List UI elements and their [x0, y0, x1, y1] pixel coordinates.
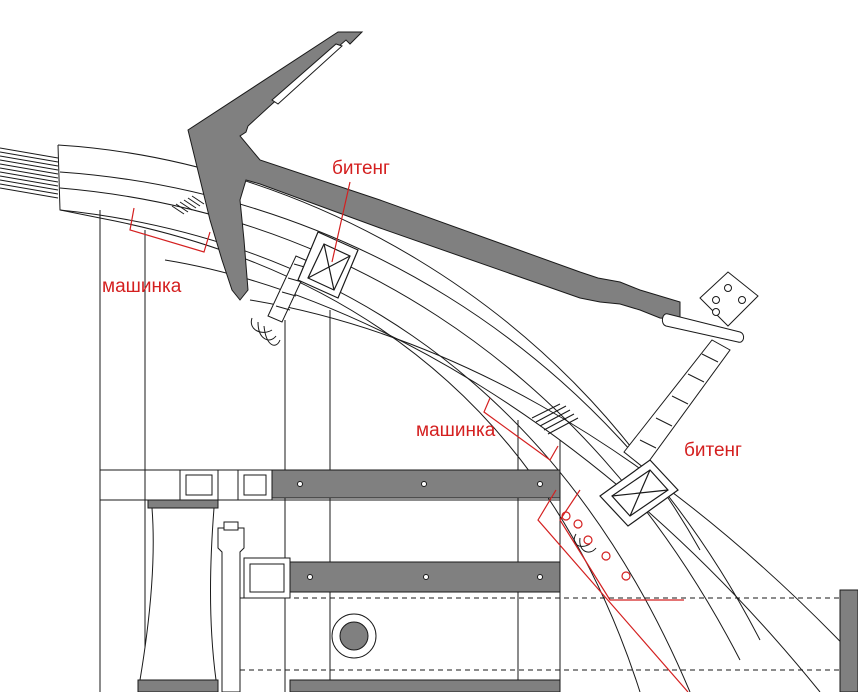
label-bitteng-top: битенг — [332, 158, 390, 179]
windlass-hatch-1 — [171, 195, 205, 215]
post-cap — [147, 499, 219, 509]
windlass-hatch-2 — [531, 403, 579, 435]
hull-curves — [57, 144, 858, 692]
rope-end-right — [573, 533, 597, 553]
timber-right — [623, 339, 731, 469]
bow-head-block — [57, 144, 101, 219]
gray-beam-upper — [271, 469, 561, 499]
bitteng-block-top — [297, 231, 359, 299]
gray-beam-bottom — [289, 679, 561, 692]
capstan-base — [137, 679, 219, 692]
hawse-holes — [561, 511, 631, 581]
porthole — [331, 613, 377, 659]
stem-post — [839, 589, 858, 692]
knob-post — [217, 527, 245, 692]
beam-bolts — [297, 481, 543, 580]
rope-end-left — [250, 317, 281, 346]
bowsprit-rigging — [0, 147, 59, 199]
cathead-sheave-block — [661, 271, 759, 343]
windlass-outline-mid — [483, 397, 559, 461]
hawse-outline — [537, 489, 689, 692]
bitteng-leader-top — [331, 181, 351, 263]
label-windlass-left: машинка — [102, 276, 182, 297]
windlass-outline-left — [129, 207, 211, 253]
cathead-stock — [187, 31, 681, 321]
bitteng-block-right — [599, 459, 679, 527]
label-windlass-mid: машинка — [416, 420, 496, 441]
square-blocks — [179, 469, 291, 599]
capstan-body — [139, 507, 217, 681]
label-bitteng-right: битенг — [684, 440, 742, 461]
